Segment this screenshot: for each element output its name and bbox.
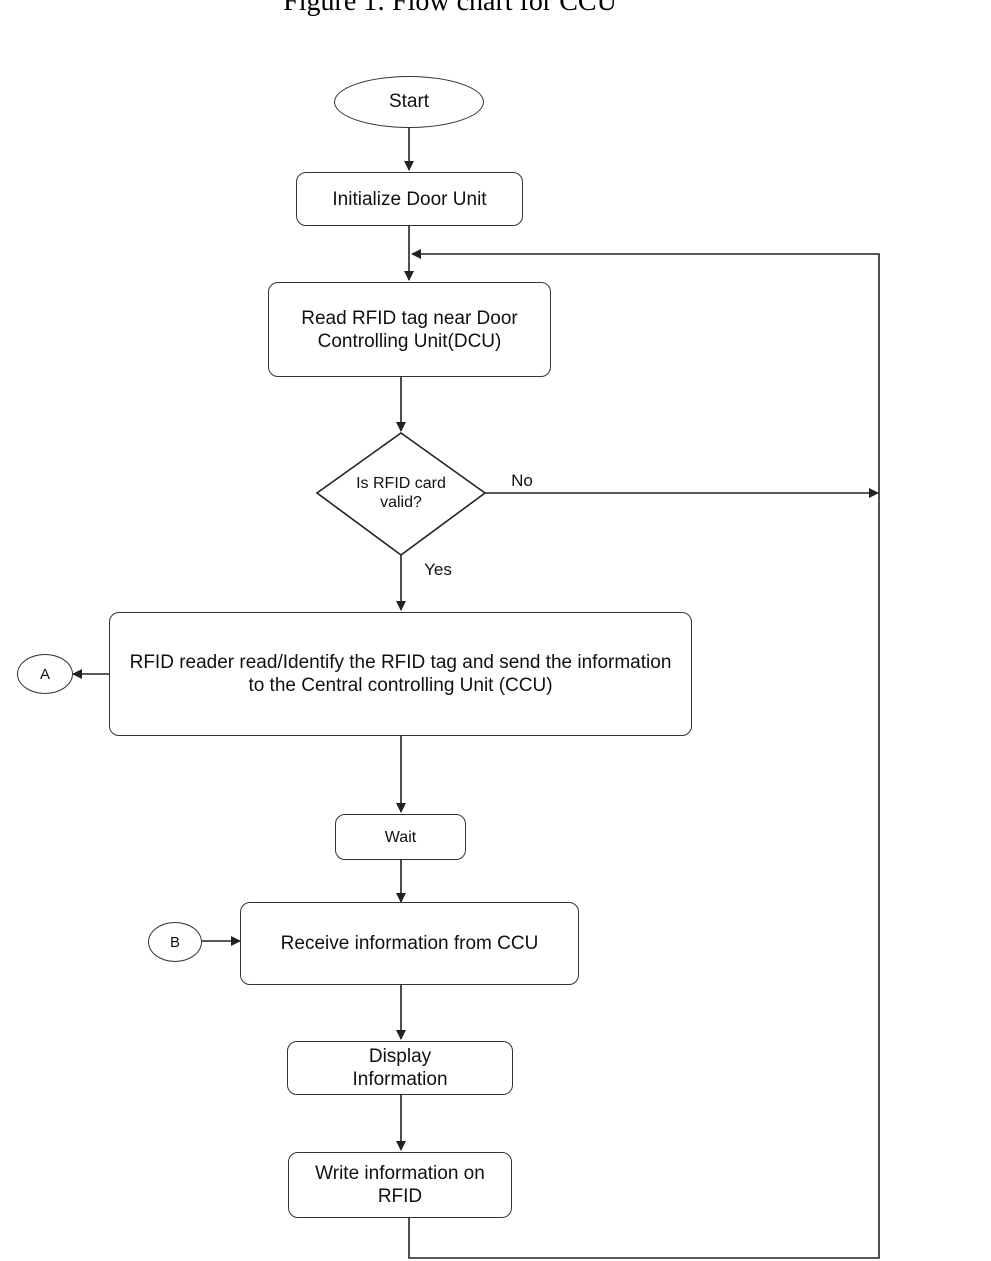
decision-diamond <box>315 432 487 556</box>
yes-label: Yes <box>424 560 452 579</box>
wait-node: Wait <box>335 814 466 860</box>
figure-title: Figure 1: Flow chart for CCU <box>283 0 617 17</box>
read-rfid-tag-node: Read RFID tag near Door Controlling Unit… <box>268 282 551 377</box>
display-info-node: Display Information <box>287 1041 513 1095</box>
receive-info-node: Receive information from CCU <box>240 902 579 985</box>
init-door-unit-node: Initialize Door Unit <box>296 172 523 226</box>
connector-b: B <box>148 922 202 962</box>
no-label: No <box>511 471 533 490</box>
connector-a: A <box>17 654 73 694</box>
rfid-valid-decision: Is RFID card valid? <box>356 475 446 511</box>
start-node: Start <box>334 76 484 128</box>
edge-loop-back <box>408 249 880 1259</box>
send-info-to-ccu-node: RFID reader read/Identify the RFID tag a… <box>109 612 692 736</box>
write-info-node: Write information on RFID <box>288 1152 512 1218</box>
